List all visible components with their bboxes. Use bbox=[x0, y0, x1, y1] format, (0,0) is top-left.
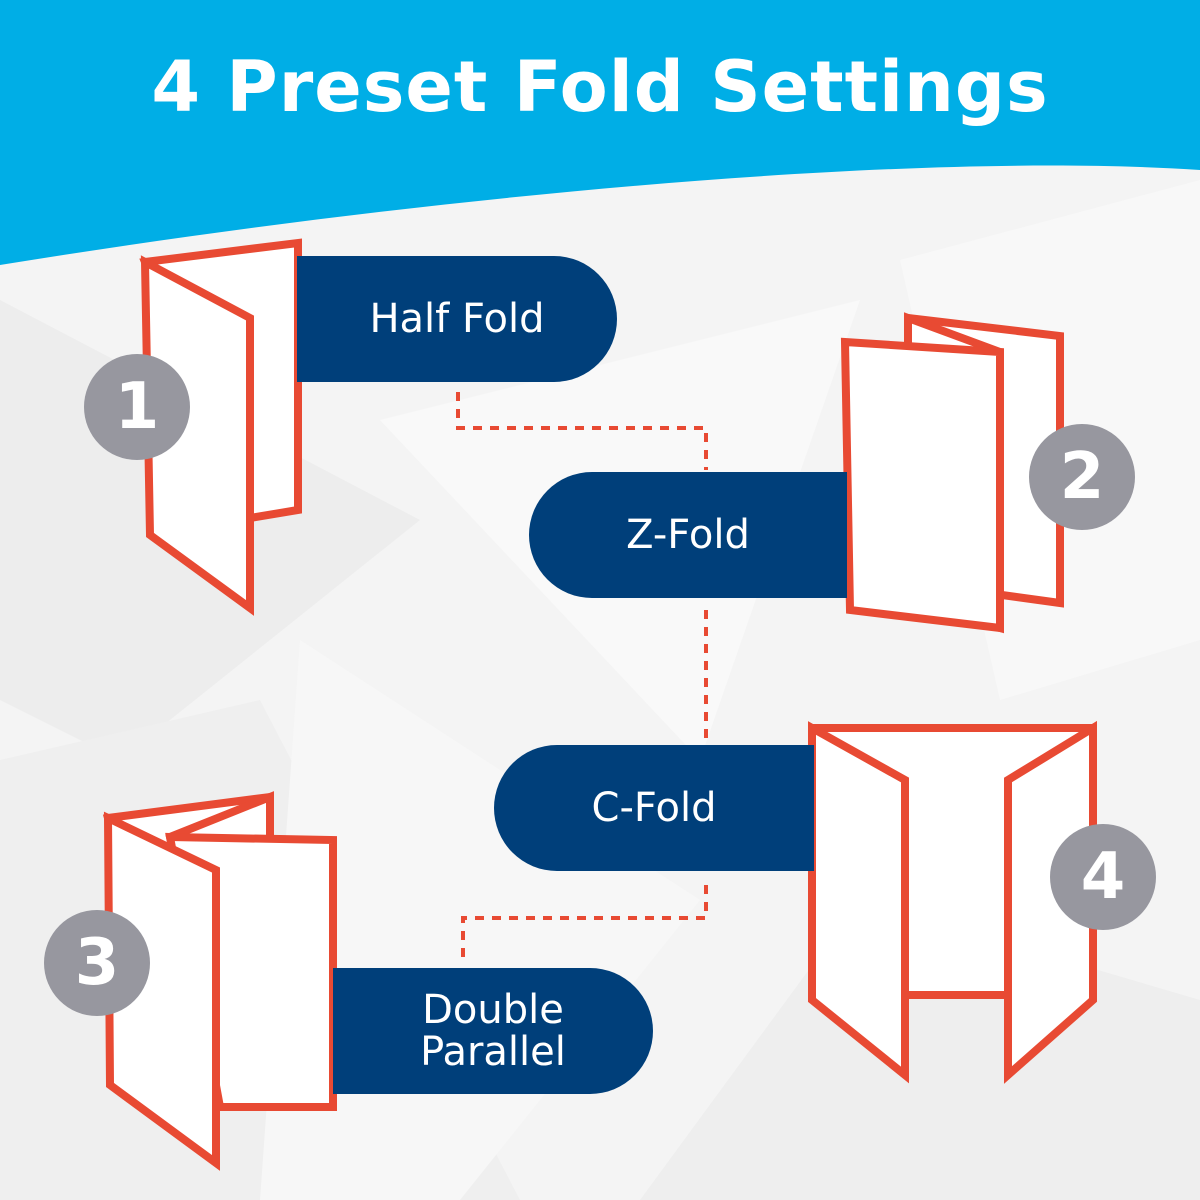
c-fold-label-text: C-Fold bbox=[591, 785, 717, 831]
c-fold-icon bbox=[808, 720, 1097, 1084]
c-fold-label: C-Fold bbox=[494, 745, 814, 871]
number-badge-3: 3 bbox=[44, 910, 150, 1016]
header-banner bbox=[0, 0, 1200, 265]
z-fold-label-text: Z-Fold bbox=[626, 512, 750, 558]
half-fold-label-text: Half Fold bbox=[369, 296, 545, 342]
connector-1-2 bbox=[456, 392, 708, 470]
page-title: 4 Preset Fold Settings bbox=[151, 46, 1049, 128]
z-fold-label: Z-Fold bbox=[529, 472, 847, 598]
z-fold-icon bbox=[840, 312, 1064, 634]
number-badge-4: 4 bbox=[1050, 824, 1156, 930]
number-badge-1: 1 bbox=[84, 354, 190, 460]
number-badge-2: 2 bbox=[1029, 424, 1135, 530]
half-fold-label: Half Fold bbox=[297, 256, 617, 382]
connector-3-4 bbox=[461, 885, 708, 962]
double-parallel-label: Double Parallel bbox=[333, 968, 653, 1094]
half-fold-icon bbox=[139, 238, 302, 616]
double-parallel-label-text: Double Parallel bbox=[420, 987, 566, 1075]
